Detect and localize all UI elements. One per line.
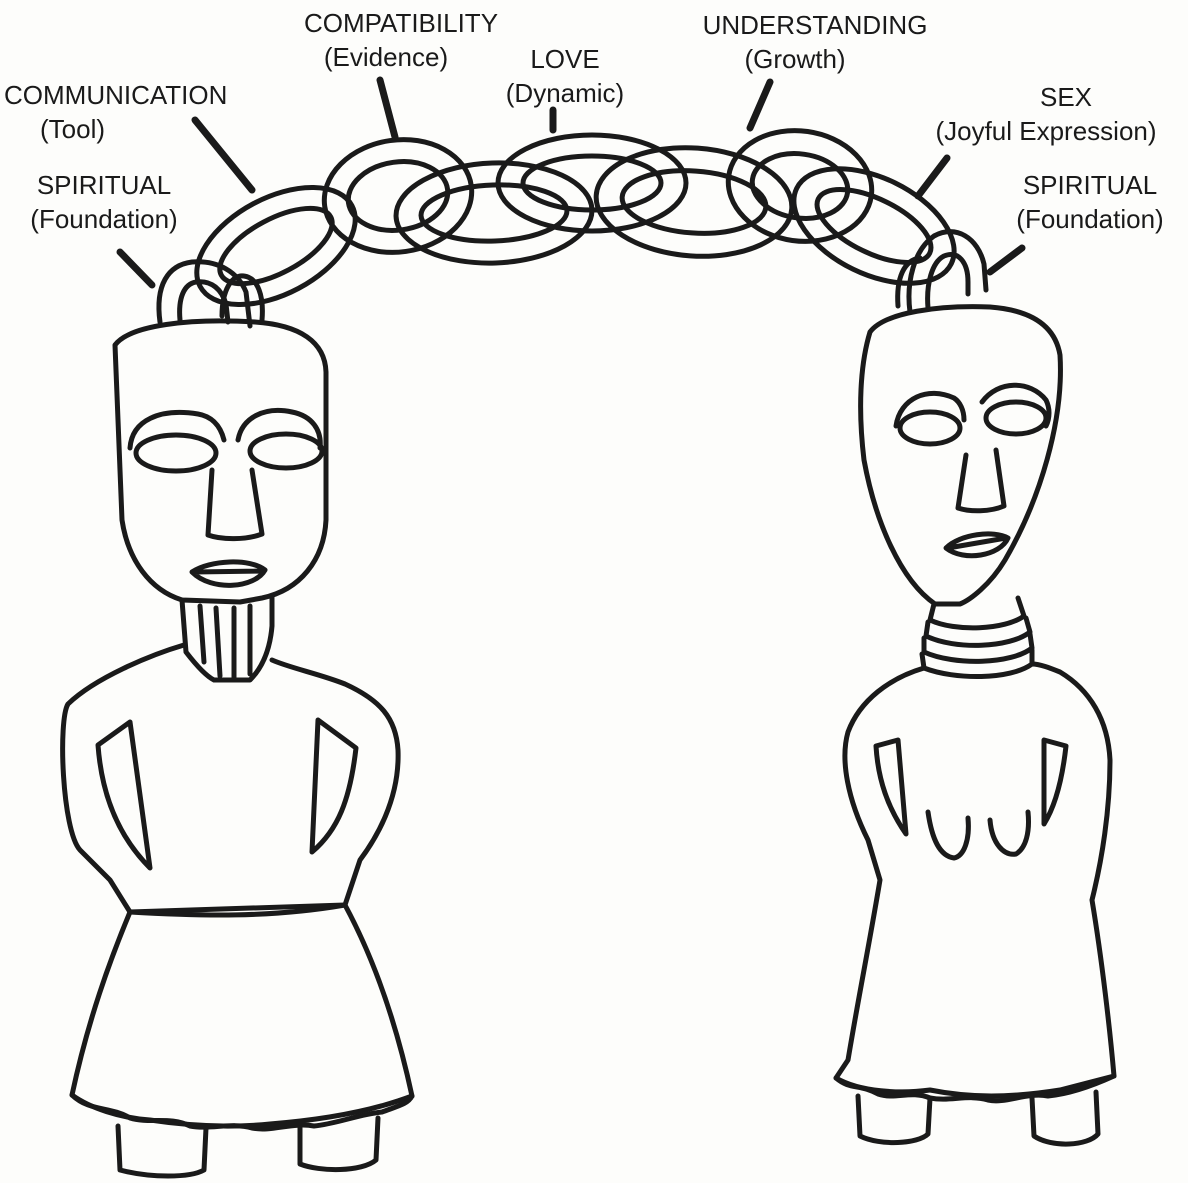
- male-nose: [208, 470, 262, 539]
- male-figure: [63, 321, 412, 1176]
- label-subtitle: (Joyful Expression): [908, 114, 1184, 148]
- chain-link: [776, 145, 973, 307]
- pointer-understanding: [750, 82, 770, 128]
- pointer-compatibility: [380, 80, 395, 137]
- label-title: LOVE: [480, 42, 650, 76]
- male-eye: [136, 435, 216, 471]
- male-foot: [118, 1126, 206, 1176]
- male-brow: [238, 410, 320, 448]
- female-mouth: [946, 534, 1008, 556]
- label-subtitle: (Foundation): [996, 202, 1184, 236]
- female-head: [861, 307, 1061, 604]
- label-love: LOVE (Dynamic): [480, 42, 650, 110]
- label-title: SPIRITUAL: [996, 168, 1184, 202]
- label-title: SEX: [908, 80, 1184, 114]
- label-title: COMMUNICATION: [4, 78, 284, 112]
- female-eye: [986, 402, 1046, 434]
- male-eye: [250, 434, 322, 468]
- male-skirt: [72, 905, 412, 1126]
- label-title: SPIRITUAL: [6, 168, 202, 202]
- label-title: COMPATIBILITY: [276, 6, 526, 40]
- chain-link: [178, 163, 375, 329]
- female-breast: [928, 812, 968, 858]
- female-foot: [858, 1096, 930, 1143]
- female-nose: [958, 450, 1004, 511]
- female-foot: [1032, 1092, 1098, 1144]
- female-breast: [990, 812, 1029, 854]
- label-subtitle: (Tool): [4, 112, 284, 146]
- female-arm-gap: [1044, 740, 1066, 824]
- male-arm-gap: [312, 720, 356, 852]
- label-title: UNDERSTANDING: [670, 8, 960, 42]
- male-beard: [182, 596, 272, 680]
- label-sex: SEX (Joyful Expression): [908, 80, 1184, 148]
- head-loop-left: [159, 262, 262, 326]
- label-spiritual-left: SPIRITUAL (Foundation): [6, 168, 202, 236]
- female-eye: [900, 412, 960, 444]
- female-neck-rings: [922, 598, 1032, 677]
- label-subtitle: (Growth): [670, 42, 960, 76]
- label-subtitle: (Foundation): [6, 202, 202, 236]
- chain: [159, 122, 986, 329]
- female-figure: [836, 307, 1114, 1144]
- female-arm-gap: [876, 740, 906, 834]
- pointer-sex: [918, 158, 947, 196]
- chain-link: [394, 160, 593, 267]
- pointer-spiritual-left: [120, 252, 152, 285]
- male-head: [115, 321, 326, 602]
- male-arm-gap: [98, 722, 150, 868]
- label-spiritual-right: SPIRITUAL (Foundation): [996, 168, 1184, 236]
- female-torso: [836, 664, 1114, 1096]
- label-communication: COMMUNICATION (Tool): [4, 78, 284, 146]
- male-torso: [63, 645, 398, 912]
- male-mouth: [192, 562, 265, 585]
- pointer-spiritual-right: [990, 248, 1022, 272]
- label-understanding: UNDERSTANDING (Growth): [670, 8, 960, 76]
- label-subtitle: (Dynamic): [480, 76, 650, 110]
